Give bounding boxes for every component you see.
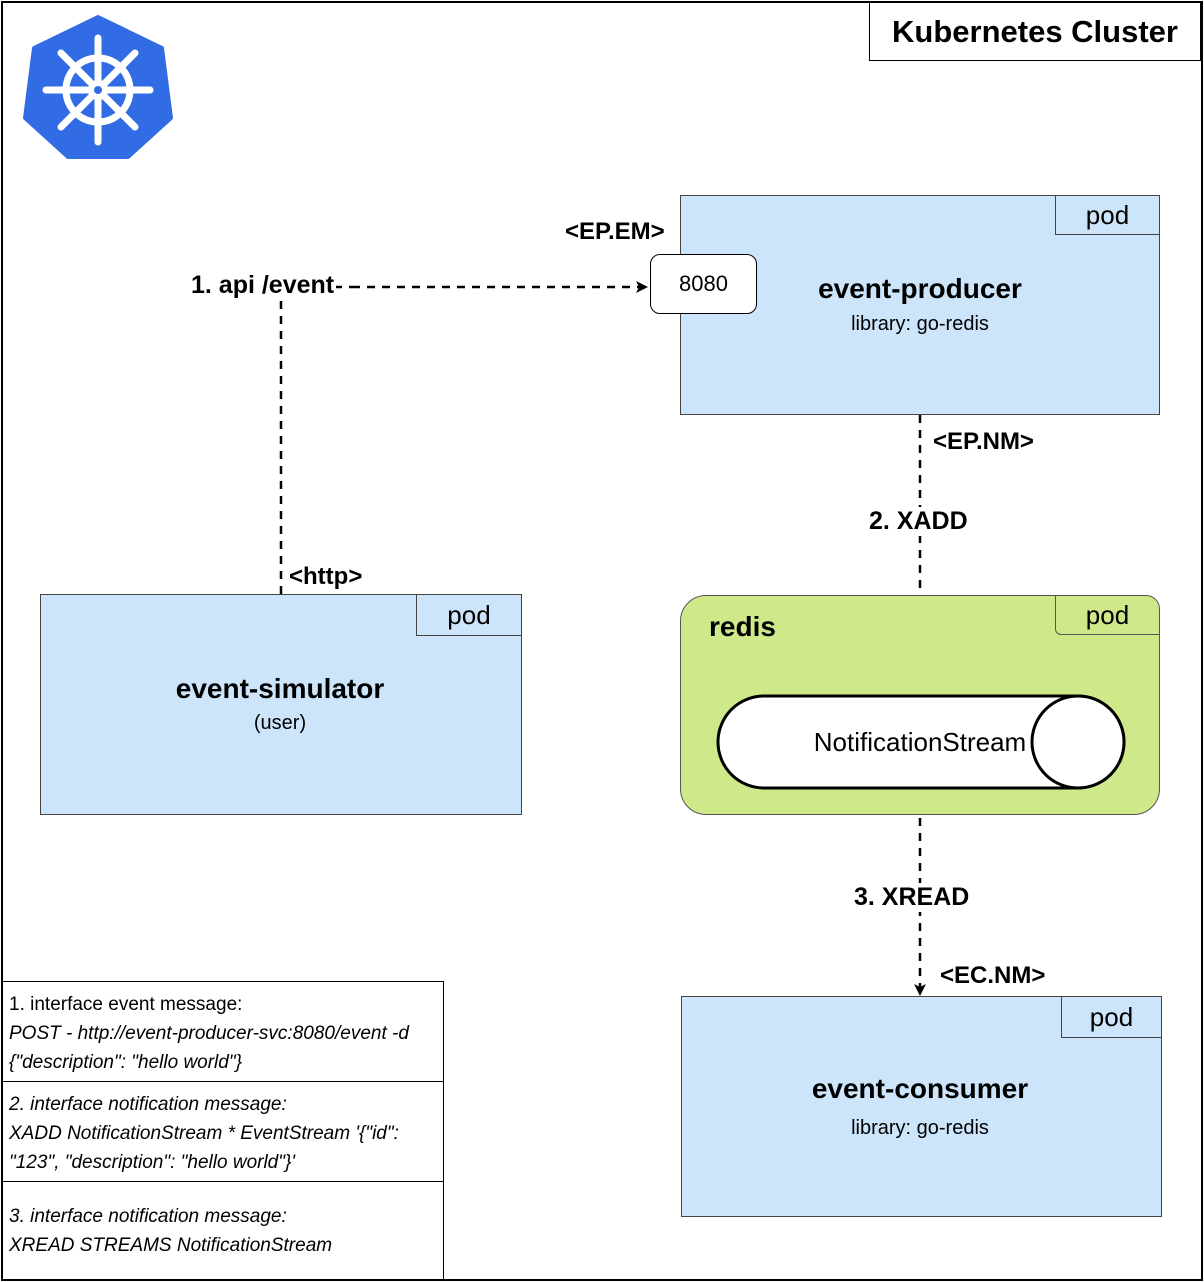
note-line: {"description": "hello world"} xyxy=(9,1052,242,1073)
notification-stream-queue[interactable] xyxy=(716,694,1128,790)
http-label: <http> xyxy=(289,563,363,590)
event-consumer-subtitle: library: go-redis xyxy=(851,1117,989,1139)
note-title: 2. interface notification message: xyxy=(9,1094,287,1115)
xread-label: 3. XREAD xyxy=(852,883,972,912)
kubernetes-helm-icon xyxy=(23,15,173,159)
ec-nm-label: <EC.NM> xyxy=(940,962,1046,989)
cluster-label: Kubernetes Cluster xyxy=(869,2,1201,61)
note-notification-xadd: 2. interface notification message: XADD … xyxy=(2,1081,444,1182)
pod-tag: pod xyxy=(416,594,522,636)
event-producer-title: event-producer xyxy=(818,273,1022,304)
xadd-label: 2. XADD xyxy=(867,507,970,536)
note-line: "123", "description": "hello world"}' xyxy=(9,1152,295,1173)
pod-tag: pod xyxy=(1055,195,1160,235)
note-line: XREAD STREAMS NotificationStream xyxy=(9,1235,333,1256)
port-8080[interactable]: 8080 xyxy=(650,254,757,314)
note-title: 3. interface notification message: xyxy=(9,1206,287,1227)
ep-nm-label: <EP.NM> xyxy=(933,428,1034,455)
event-consumer-title: event-consumer xyxy=(811,1073,1029,1104)
http-connector xyxy=(279,285,352,594)
notification-stream-label: NotificationStream xyxy=(813,727,1027,757)
ep-em-label: <EP.EM> xyxy=(565,218,665,245)
redis-title: redis xyxy=(709,611,776,642)
note-event-message: 1. interface event message: POST - http:… xyxy=(2,981,444,1082)
event-simulator-title: event-simulator xyxy=(175,673,385,704)
pod-tag: pod xyxy=(1061,996,1162,1038)
note-line: POST - http://event-producer-svc:8080/ev… xyxy=(9,1023,409,1044)
api-event-label: 1. api /event xyxy=(189,271,337,300)
event-producer-subtitle: library: go-redis xyxy=(851,313,989,335)
note-notification-xread: 3. interface notification message: XREAD… xyxy=(2,1181,444,1280)
pod-tag: pod xyxy=(1055,595,1160,635)
note-line: XADD NotificationStream * EventStream '{… xyxy=(9,1123,399,1144)
event-simulator-subtitle: (user) xyxy=(253,712,307,734)
note-title: 1. interface event message: xyxy=(9,994,243,1015)
